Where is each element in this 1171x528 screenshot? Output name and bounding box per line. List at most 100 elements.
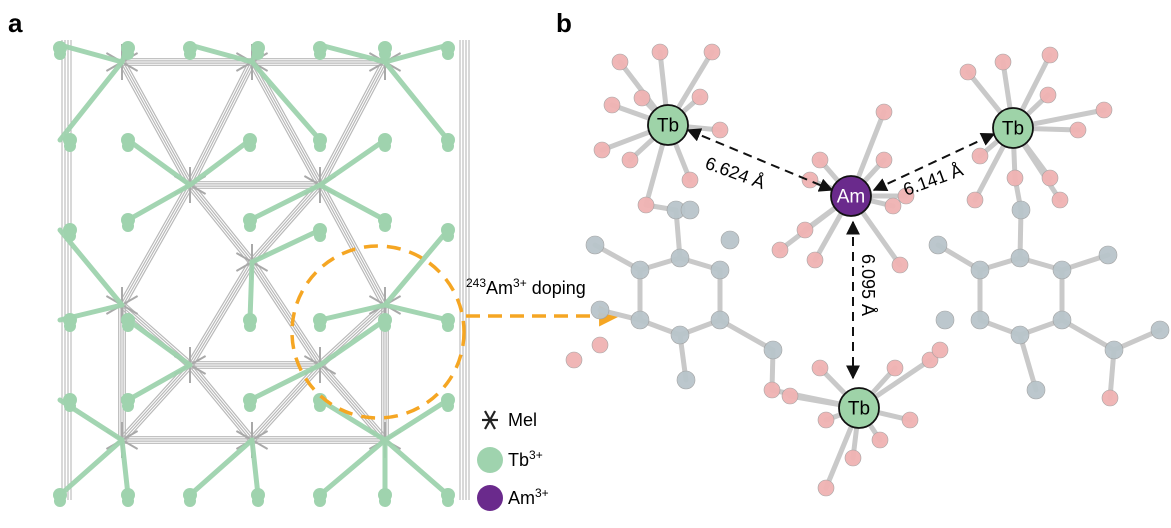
svg-text:Tb: Tb [657,116,679,137]
framework-bond [250,183,320,262]
tb-node [442,495,454,507]
carbon-atom [763,340,783,360]
tb-linker [317,397,388,443]
tb-node [244,140,256,152]
mel-node [189,364,207,375]
tb-linker [247,259,255,323]
tb-node [379,48,391,60]
oxygen-atom [691,88,709,106]
distance-arrow-am-tb2 [872,132,996,192]
oxygen-atom [891,256,909,274]
carbon-atom [710,310,730,330]
framework-bond [122,185,192,306]
oxygen-atom [651,43,669,61]
framework-bond [252,365,322,442]
tb-linker [382,302,451,323]
framework-bond [322,63,389,187]
carbon-atom [590,300,610,320]
carbon-atom [1098,245,1118,265]
tb-node [184,495,196,507]
oxygen-atom [875,103,893,121]
framework-bond [188,365,252,442]
tb-atom-1: Tb [647,104,689,146]
tb-node [122,400,134,412]
framework-bond [252,261,322,365]
framework-bond [120,363,190,440]
framework-bond [254,259,324,364]
oxygen-atom [811,359,829,377]
distance-label-2: 6.141 Å [901,160,966,200]
oxygen-atom [959,63,977,81]
tb-linker [125,137,193,188]
tb-linker [57,227,125,308]
tb-linker [382,42,451,65]
carbon-atom [970,310,990,330]
carbon-atom [720,230,740,250]
oxygen-atom [621,151,639,169]
framework-bond [122,303,192,365]
tb-linker [247,182,323,223]
tb-node [442,140,454,152]
bond [1059,317,1117,353]
carbon-atom [585,235,605,255]
framework-bond [186,60,250,184]
oxygen-atom [1006,169,1024,187]
oxygen-atom [875,151,893,169]
framework-bond [249,182,318,261]
tb-linker [57,59,125,143]
framework-bond [190,363,254,440]
oxygen-atom [1041,169,1059,187]
oxygen-atom [603,96,621,114]
oxygen-atom [796,221,814,239]
framework-bond [318,365,385,442]
framework-bond [192,182,256,261]
framework-bond [124,60,194,184]
oxygen-atom [771,241,789,259]
oxygen-atom [931,341,949,359]
mel-node [235,261,253,272]
tb-node [244,400,256,412]
framework-bond [192,362,256,439]
legend-label-mel: Mel [508,410,537,430]
framework-bond [322,183,389,304]
carbon-atom [670,325,690,345]
mel-node [303,355,321,366]
oxygen-atom [806,251,824,269]
framework-bond [118,63,188,187]
mel-node [189,355,207,366]
tb-node [122,140,134,152]
mel-node [235,430,253,441]
framework-bond [186,366,250,443]
framework-bond [252,61,322,185]
framework-bond [188,185,252,264]
oxygen-atom [1041,46,1059,64]
framework-bond [250,62,320,186]
oxygen-atom [763,381,781,399]
framework-bond [120,184,190,305]
oxygen-atom [801,171,819,189]
tb-linker [187,42,255,65]
carbon-atom [1010,325,1030,345]
svg-text:Tb: Tb [848,399,870,420]
carbon-atom [680,200,700,220]
coordination-structure [565,43,1170,497]
framework-bond [192,63,256,187]
tb-linker [249,227,323,265]
tb-linker [382,59,451,143]
oxygen-atom [711,121,729,139]
tb-node [442,320,454,332]
am-atom: Am [830,175,872,217]
tb-linker [249,437,261,498]
framework-bond [192,263,256,368]
distance-label-3: 6.095 Å [858,254,878,316]
mel-node [303,175,321,186]
oxygen-atom [844,449,862,467]
carbon-atom [1052,260,1072,280]
tb-linker [125,182,193,223]
framework-bond [118,183,188,304]
framework-bond [318,61,385,185]
mel-node [121,430,139,441]
tb-linker [125,317,193,368]
tb-node [379,220,391,232]
tb-node [379,140,391,152]
